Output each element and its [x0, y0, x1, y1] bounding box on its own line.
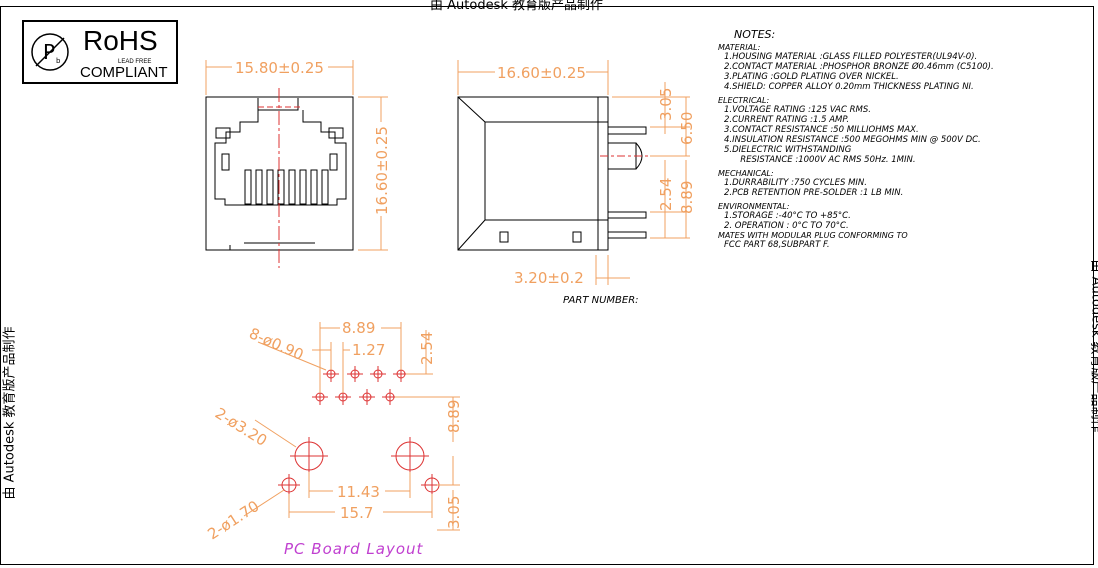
rohs-lead-free: LEAD FREE [118, 59, 152, 65]
dim-side-254: 2.54 [657, 178, 675, 211]
part-number-label: PART NUMBER: [563, 295, 639, 306]
side-view [457, 96, 647, 251]
drawing-frame [0, 6, 1094, 565]
pcb-layout-title: PC Board Layout [284, 540, 424, 558]
svg-text:P: P [43, 40, 55, 64]
pcb-row-1 [323, 366, 409, 382]
notes-block: NOTES: MATERIAL: 1.HOUSING MATERIAL :GLA… [712, 28, 994, 250]
dim-pcb-889-top: 8.89 [342, 319, 375, 337]
dim-pcb-157: 15.7 [340, 504, 373, 522]
notes-item: 5.DIELECTRIC WITHSTANDING [724, 145, 852, 155]
dim-side-305: 3.05 [657, 88, 675, 121]
notes-item: 2.CURRENT RATING :1.5 AMP. [724, 115, 850, 125]
rohs-logo [22, 20, 178, 84]
notes-item: RESISTANCE :1000V AC RMS 50Hz. 1MIN. [724, 155, 916, 165]
dim-pcb-holes-170: 2-ø1.70 [204, 497, 262, 543]
notes-item: 2.CONTACT MATERIAL :PHOSPHOR BRONZE Ø0.4… [724, 62, 994, 72]
dim-pcb-1143: 11.43 [337, 483, 380, 501]
dim-pcb-889-right: 8.89 [445, 400, 463, 433]
notes-heading: ENVIRONMENTAL: [718, 202, 790, 211]
notes-item: 1.DURRABILITY :750 CYCLES MIN. [724, 178, 867, 188]
notes-title: NOTES: [734, 28, 776, 41]
notes-item: 2.PCB RETENTION PRE-SOLDER :1 LB MIN. [724, 188, 904, 198]
dim-front-height: 16.60±0.25 [373, 126, 391, 215]
svg-text:b: b [56, 57, 61, 65]
notes-heading: MECHANICAL: [718, 169, 774, 178]
notes-item: 3.PLATING :GOLD PLATING OVER NICKEL. [724, 72, 899, 82]
dim-pcb-holes-320: 2-ø3.20 [212, 404, 270, 450]
notes-heading: ELECTRICAL: [718, 96, 770, 105]
pcb-row-2 [312, 389, 398, 405]
rohs-compliant: COMPLIANT [80, 64, 168, 81]
notes-heading: MATES WITH MODULAR PLUG CONFORMING TO [718, 231, 908, 240]
notes-item: 4.SHIELD: COPPER ALLOY 0.20mm THICKNESS … [724, 82, 974, 92]
rohs-title: RoHS [83, 25, 158, 56]
dim-front-width: 15.80±0.25 [235, 59, 324, 77]
dim-pcb-305: 3.05 [445, 496, 463, 529]
dim-side-320: 3.20±0.2 [514, 269, 584, 287]
notes-item: 3.CONTACT RESISTANCE :50 MILLIOHMS MAX. [724, 125, 919, 135]
rohs-emblem-icon: P b [31, 33, 69, 71]
pcb-layout [278, 366, 443, 496]
watermark-top: 由 Autodesk 教育版产品制作 [430, 0, 603, 13]
notes-heading: MATERIAL: [718, 43, 761, 52]
dim-pcb-holes-090: 8-ø0.90 [246, 324, 306, 364]
notes-item: 1.HOUSING MATERIAL :GLASS FILLED POLYEST… [724, 52, 978, 62]
dim-pcb-254: 2.54 [418, 332, 436, 365]
notes-item: 1.STORAGE :-40°C TO +85°C. [724, 211, 851, 221]
dim-side-650: 6.50 [678, 112, 696, 145]
notes-item: 4.INSULATION RESISTANCE :500 MEGOHMS MIN… [724, 135, 981, 145]
dim-pcb-127: 1.27 [352, 341, 385, 359]
notes-item: 2. OPERATION : 0°C TO 70°C. [724, 221, 849, 231]
dim-side-width: 16.60±0.25 [497, 64, 586, 82]
notes-item: 1.VOLTAGE RATING :125 VAC RMS. [724, 105, 871, 115]
dim-side-889: 8.89 [678, 181, 696, 214]
notes-item: FCC PART 68,SUBPART F. [724, 240, 830, 250]
